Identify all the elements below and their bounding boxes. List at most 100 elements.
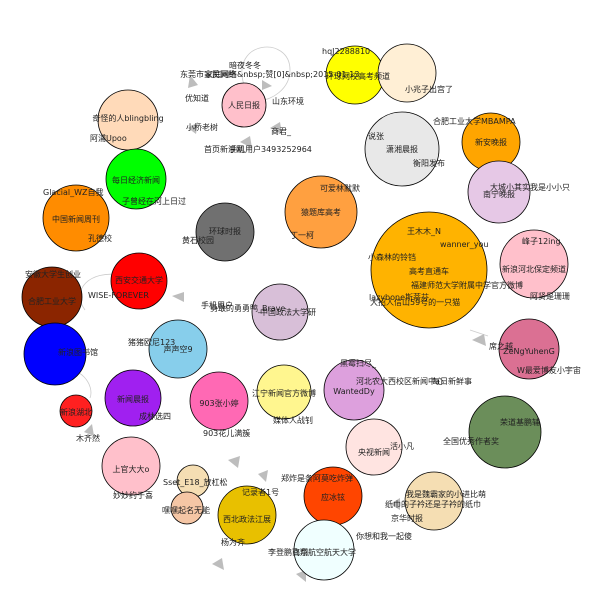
- graph-label: 环球网校高考频道: [326, 71, 390, 81]
- graph-node[interactable]: [105, 148, 167, 210]
- graph-label: 木齐然: [76, 433, 100, 443]
- graph-node[interactable]: [251, 283, 309, 341]
- arrowhead: [84, 424, 94, 436]
- graph-label: 每日新鲜事: [432, 376, 472, 386]
- graph-label: 黑霉扫尽_: [340, 358, 377, 368]
- graph-label: 新浪图书馆: [58, 347, 98, 357]
- graph-node[interactable]: [217, 485, 277, 545]
- graph-node[interactable]: [256, 364, 312, 420]
- graph-node[interactable]: [370, 211, 488, 329]
- graph-node[interactable]: [468, 395, 542, 469]
- node-label: 合肥工业大学: [28, 296, 76, 306]
- node-label: 央视新闻: [358, 447, 390, 457]
- node-label: 903张小婷: [199, 398, 238, 408]
- node-label: 奇怪的人blingbling: [92, 113, 163, 123]
- node-label: 新安晚报: [475, 137, 507, 147]
- graph-label: 大城小其实我是小小只: [490, 182, 570, 192]
- graph-label: 小兆子出宫了: [405, 84, 453, 94]
- node-label: 人民日报: [228, 100, 260, 110]
- graph-node[interactable]: [364, 111, 440, 187]
- graph-node[interactable]: [404, 471, 464, 531]
- graph-node[interactable]: [170, 491, 204, 525]
- edge: [241, 46, 291, 101]
- graph-label: 席之越: [489, 341, 513, 351]
- node-label: 中国政法大学研: [260, 307, 316, 317]
- node-label: WantedDy: [333, 387, 375, 396]
- nodes: [21, 43, 569, 581]
- graph-label: W最爱博友小宇宙: [517, 365, 581, 375]
- graph-node[interactable]: [345, 418, 403, 476]
- graph-label: 商君_: [271, 126, 292, 136]
- node-label: 每日经济新闻: [112, 175, 160, 185]
- graph-label: wanner_you: [440, 240, 489, 249]
- graph-node[interactable]: [148, 319, 208, 379]
- graph-node[interactable]: [323, 359, 385, 421]
- arrowhead: [472, 334, 486, 346]
- graph-node[interactable]: [59, 394, 93, 428]
- graph-node[interactable]: [195, 202, 255, 262]
- graph-node[interactable]: [221, 82, 267, 128]
- graph-node[interactable]: [104, 369, 162, 427]
- graph-node[interactable]: [23, 322, 87, 386]
- arrowheads: [84, 75, 486, 582]
- node-label: 我是魏霸家的小进比萌: [406, 489, 486, 499]
- graph-node[interactable]: [189, 371, 249, 431]
- graph-label: 暗夜冬冬: [229, 60, 261, 70]
- graph-node[interactable]: [42, 184, 110, 252]
- graph-label: 衡阳发布: [413, 158, 445, 168]
- graph-label: 王木木_N: [407, 226, 441, 236]
- graph-label: 媒体人战钊: [273, 415, 313, 425]
- graph-node[interactable]: [498, 318, 560, 380]
- graph-node[interactable]: [293, 519, 355, 581]
- graph-label: 福建师范大学附属中学官方微博: [411, 280, 523, 290]
- graph-label: 嘿嘿起名无能: [162, 505, 210, 515]
- node-labels: 人民日报 奇怪的人blingbling 潇湘晨报 新安晚报 每日经济新闻 南宁晚…: [28, 100, 566, 557]
- arrowhead: [390, 498, 400, 510]
- arrowhead: [228, 456, 240, 468]
- node-label: 西安交通大学: [115, 275, 163, 285]
- graph-node[interactable]: [110, 252, 168, 310]
- node-label: 中国新闻周刊: [52, 214, 100, 224]
- graph-label: 记录者1号: [242, 488, 279, 497]
- node-label: 应冰铉: [321, 492, 345, 502]
- free-labels: hqJ2288810 暗夜冬冬 东莞市家民网络 家庭网络&nbsp;赞[0]&n…: [25, 47, 581, 557]
- graph-label: 荣道基鹏辅: [500, 417, 540, 427]
- graph-label: 安徽大学生创业: [25, 269, 81, 279]
- graph-label: 山东环境: [272, 96, 304, 106]
- graph-label: 大招人信山59号的一只猫: [370, 297, 460, 307]
- node-label: 上官大大o: [113, 464, 150, 474]
- node-label: 新浪湖北: [60, 407, 92, 417]
- graph-node[interactable]: [101, 436, 161, 496]
- node-label: 新闻晨报: [117, 394, 149, 404]
- edge: [469, 329, 489, 337]
- node-label: 江宁新闻官方微博: [252, 388, 316, 398]
- graph-label: 勇敢的勇勇鸭_Brave: [210, 303, 285, 313]
- graph-label: 家庭网络&nbsp;赞[0]&nbsp;2015-01-13: [205, 69, 359, 79]
- arrowhead: [188, 122, 198, 134]
- graph-label: 峰子12ing: [522, 236, 561, 246]
- graph-label: lazybone斯蒂芬: [369, 292, 429, 302]
- graph-label: 可爱林默默: [320, 183, 360, 193]
- graph-label: 阿贤是珊珊: [530, 292, 570, 301]
- graph-node[interactable]: [377, 43, 437, 103]
- graph-node[interactable]: [284, 175, 358, 249]
- graph-label: 子曾经在河上日过: [122, 196, 186, 206]
- graph-label: 郑炸是条阿莫吃炸弹: [281, 473, 353, 483]
- arrowhead: [240, 136, 252, 148]
- graph-label: 手机用户: [201, 300, 233, 310]
- graph-node[interactable]: [467, 160, 531, 224]
- graph-label: hqJ2288810: [322, 47, 370, 56]
- arrowhead: [172, 292, 184, 302]
- node-label: 环球时报: [209, 226, 241, 236]
- graph-node[interactable]: [499, 229, 569, 299]
- node-label: 高考直通车: [409, 266, 449, 276]
- graph-label: 杨为齐: [221, 537, 245, 547]
- graph-label: Sset_E18_放杠松: [163, 477, 228, 487]
- graph-label: 903花儿满簇: [203, 428, 250, 438]
- node-label: 南京航空航天大学: [292, 547, 356, 557]
- graph-label: 丁一柯: [290, 230, 314, 240]
- arrowhead: [296, 570, 306, 582]
- graph-label: 优知道: [185, 93, 209, 103]
- node-label: 声声空9: [163, 344, 192, 354]
